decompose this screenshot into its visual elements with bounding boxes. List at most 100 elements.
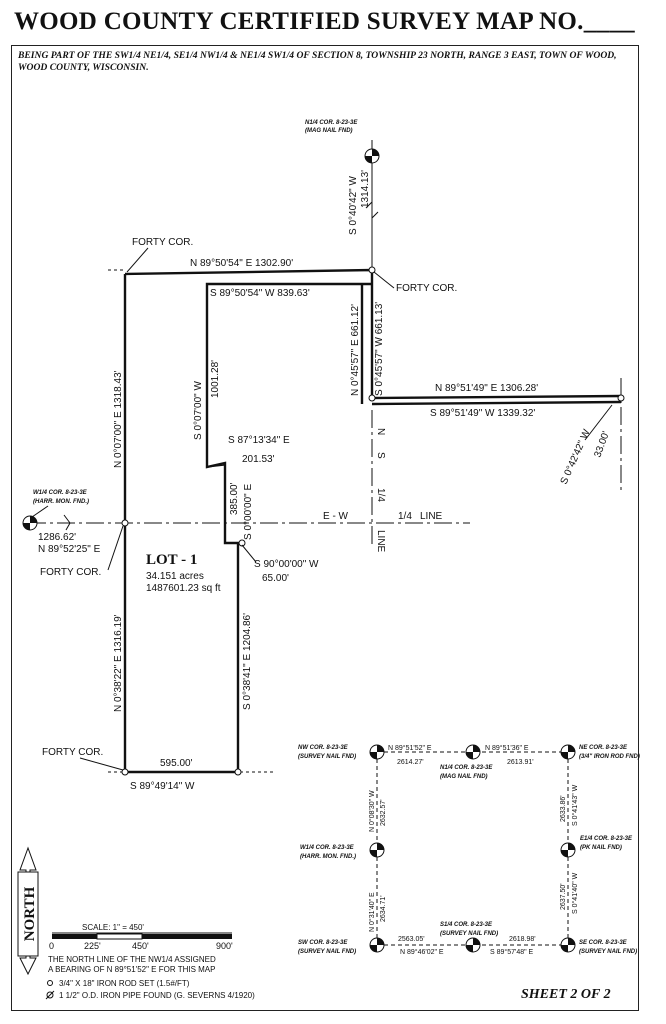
far-east-distance: 33.00' (592, 430, 612, 459)
legend-item-2: 1 1/2" O.D. IRON PIPE FOUND (G. SEVERNS … (59, 991, 255, 1000)
far-east-marker (617, 394, 625, 402)
map-title: WOOD COUNTY CERTIFIED SURVEY MAP NO.____ (14, 8, 635, 35)
short-bearing: S 90°00'00" W (254, 559, 319, 570)
section-e-label-2: (PK NAIL FND) (580, 845, 622, 851)
sw-forty-marker (121, 768, 129, 776)
top-line-bearing: N 89°50'54" E 1302.90' (190, 258, 293, 269)
section-sw-label-1: SW COR. 8-23-3E (298, 940, 348, 946)
lot-acres: 34.151 acres (146, 571, 204, 582)
section-w-monument (369, 842, 385, 858)
jog-distance: 201.53' (242, 454, 275, 465)
legend-note-1: THE NORTH LINE OF THE NW1/4 ASSIGNED (48, 955, 216, 964)
east-lower-bearing: S 0°38'41" E 1204.86' (242, 613, 253, 710)
lot-name: LOT - 1 (146, 552, 197, 568)
section-bottom-left-bearing: N 89°46'02" E (400, 948, 444, 956)
w-tie-bearing: N 89°52'25" E (38, 544, 101, 555)
section-right-lower-distance: 2637.50' (560, 883, 567, 910)
section-s-label-2: (SURVEY NAIL FND) (440, 931, 498, 937)
w-tie-break (63, 514, 71, 531)
section-right-upper-distance: 2633.86' (560, 795, 567, 822)
scale-segment-2 (96, 933, 143, 940)
east-segment-right: S 0°45'57" W 661.13' (374, 302, 385, 396)
section-right-upper-bearing: S 0°41'43" W (571, 784, 579, 826)
section-ne-label-2: (3/4" IRON ROD FND) (579, 754, 640, 760)
bottom-distance: 595.00' (160, 758, 193, 769)
forty-w-leader (107, 525, 124, 571)
n-quarter-label-2: (MAG NAIL FND) (305, 128, 353, 134)
jog-line (206, 464, 226, 468)
section-e-label-1: E1/4 COR. 8-23-3E (580, 836, 633, 842)
forty-corner-nw-label: FORTY COR. (132, 237, 193, 248)
jog-down-bearing: S 0°00'00" E (243, 484, 254, 540)
section-w-label-1: W1/4 COR. 8-23-3E (300, 845, 355, 851)
section-left-upper-bearing: N 0°08'30" W (368, 790, 376, 832)
forty-corner-ne-marker (368, 266, 376, 274)
map-subtitle: BEING PART OF THE SW1/4 NE1/4, SE1/4 NW1… (18, 50, 617, 73)
forty-sw-leader (79, 757, 124, 771)
ns-label-line: LINE (375, 530, 386, 553)
w-quarter-label-1: W1/4 COR. 8-23-3E (33, 490, 88, 496)
section-n-label-2: (MAG NAIL FND) (440, 774, 488, 780)
section-left-upper-distance: 2632.57' (380, 799, 387, 826)
quarter-line-ew: E - W (323, 511, 349, 522)
scale-segment-3 (142, 934, 232, 939)
section-sw-monument (369, 937, 385, 953)
east-segment-left: N 0°45'57" E 661.12' (350, 304, 361, 396)
arm-bottom-line (371, 400, 622, 406)
section-top-left-bearing: N 89°51'52" E (388, 744, 432, 752)
scale-label: SCALE: 1" = 450' (82, 923, 144, 932)
jog-down-distance: 385.00' (229, 482, 240, 515)
north-arrow-label: NORTH (22, 886, 38, 941)
section-nw-label-1: NW COR. 8-23-3E (298, 745, 349, 751)
quarter-line-line: LINE (420, 511, 443, 522)
legend-item-1: 3/4" X 18" IRON ROD SET (1.5#/FT) (59, 979, 190, 988)
section-top-right-bearing: N 89°51'36" E (485, 744, 529, 752)
inner-top-bearing: S 89°50'54" W 839.63' (210, 288, 310, 299)
sheet-number: SHEET 2 OF 2 (521, 987, 611, 1002)
bottom-bearing: S 89°49'14" W (130, 781, 195, 792)
section-bottom-right-bearing: S 89°57'48" E (490, 948, 534, 956)
section-se-label-2: (SURVEY NAIL FND) (579, 949, 637, 955)
n-quarter-label-1: N1/4 COR. 8-23-3E (305, 120, 358, 126)
forty-corner-ne-label: FORTY COR. (396, 283, 457, 294)
short-distance: 65.00' (262, 573, 289, 584)
north-tie-break (365, 200, 379, 220)
section-se-monument (560, 937, 576, 953)
north-arrow-icon (17, 846, 39, 976)
w-tie-distance: 1286.62' (38, 532, 76, 543)
inner-west-bearing: S 0°07'00" W (193, 381, 204, 440)
section-diagram (369, 744, 576, 953)
section-nw-monument (369, 744, 385, 760)
inner-west-distance: 1001.28' (210, 360, 221, 398)
map-frame (11, 45, 639, 1011)
scale-tick-0: 0 (49, 941, 54, 951)
lot-square-feet: 1487601.23 sq ft (146, 583, 221, 594)
scale-tick-2: 450' (132, 941, 149, 951)
section-top-right-distance: 2613.91' (507, 759, 534, 766)
west-upper-bearing: N 0°07'00" E 1318.43' (113, 370, 124, 468)
section-bottom-left-distance: 2563.05' (398, 936, 425, 943)
w-forty-marker (121, 519, 129, 527)
se-lot-marker (234, 768, 242, 776)
scale-segment-1 (52, 934, 97, 939)
west-lower-bearing: N 0°38'22" E 1316.19' (113, 614, 124, 712)
section-right-lower-bearing: S 0°41'40" W (571, 872, 579, 914)
section-n-monument (465, 744, 481, 760)
far-east-leader (584, 404, 613, 441)
section-left-lower-bearing: N 0°31'40" E (368, 892, 376, 932)
iron-rod-set-symbol (47, 980, 53, 986)
n-quarter-corner-monument (364, 148, 380, 164)
forty-ne-leader (373, 271, 395, 289)
section-n-label-1: N1/4 COR. 8-23-3E (440, 765, 493, 771)
east-jog-marker (368, 394, 376, 402)
lot-boundary (123, 268, 622, 774)
forty-corner-w-label: FORTY COR. (40, 567, 101, 578)
section-e-monument (560, 842, 576, 858)
legend-note-2: A BEARING OF N 89°51'52" E FOR THIS MAP (48, 965, 215, 974)
north-tie-distance: 1314.13' (360, 170, 371, 208)
ns-label-n: N (375, 428, 386, 435)
w-quarter-label-2: (HARR. MON. FND.) (33, 499, 89, 505)
forty-nw-leader (126, 247, 149, 273)
section-s-label-1: S1/4 COR. 8-23-3E (440, 922, 493, 928)
quarter-line-quarter: 1/4 (398, 511, 412, 522)
